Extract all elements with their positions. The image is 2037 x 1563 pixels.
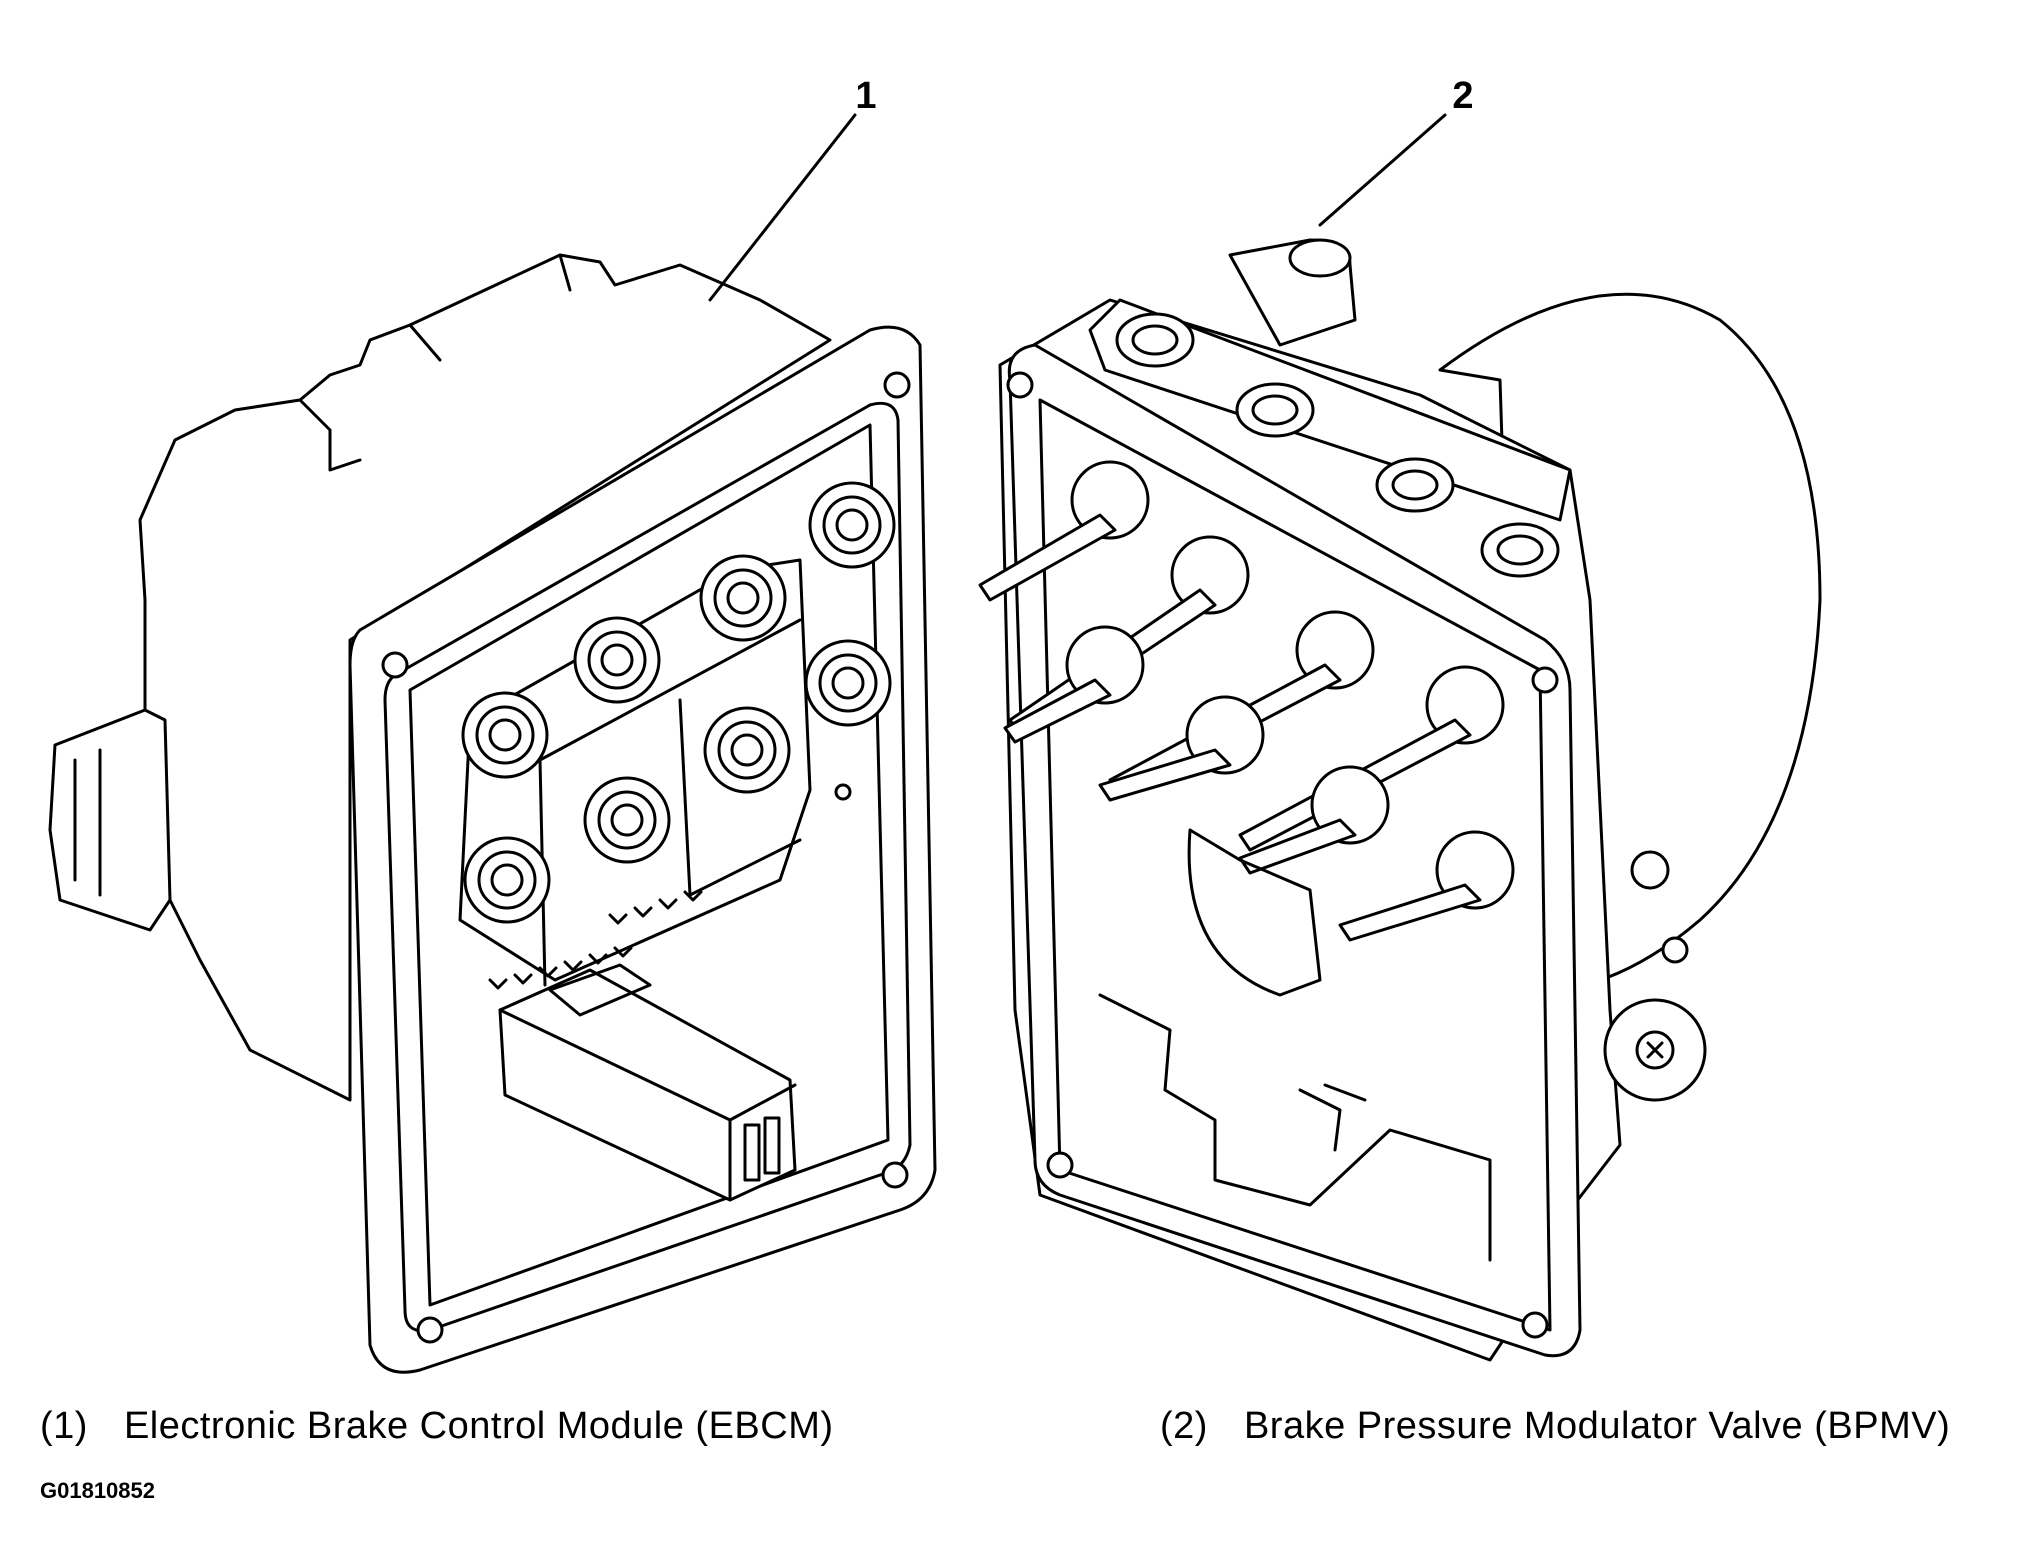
ebcm-housing [138,253,832,1102]
callout-2-number: 2 [1452,75,1473,117]
callout-2: 2 [1318,75,1474,227]
callout-1-number: 1 [855,75,876,117]
figure-id: G01810852 [40,1478,155,1503]
caption-1: (1) Electronic Brake Control Module (EBCM… [40,1405,834,1448]
ebcm-electrical-connector [498,968,797,1202]
caption-1-label: Electronic Brake Control Module (EBCM) [123,1405,834,1447]
ebcm-side-connector [48,708,172,932]
callout-1: 1 [708,75,877,302]
bpmv-valve-stems [978,460,1515,942]
ebcm-gasket [383,401,912,1333]
ebcm-drawing [48,253,937,1374]
ebcm-terminal-pins [488,890,703,990]
ebcm-valve-coils [461,481,896,924]
caption-2: (2) Brake Pressure Modulator Valve (BPMV) [1160,1405,1950,1448]
bpmv-drawing [978,238,1822,1362]
bpmv-brake-line-ports [1115,312,1560,578]
caption-1-number: (1) [40,1405,88,1447]
caption-2-number: (2) [1160,1405,1208,1447]
caption-2-label: Brake Pressure Modulator Valve (BPMV) [1243,1405,1951,1447]
